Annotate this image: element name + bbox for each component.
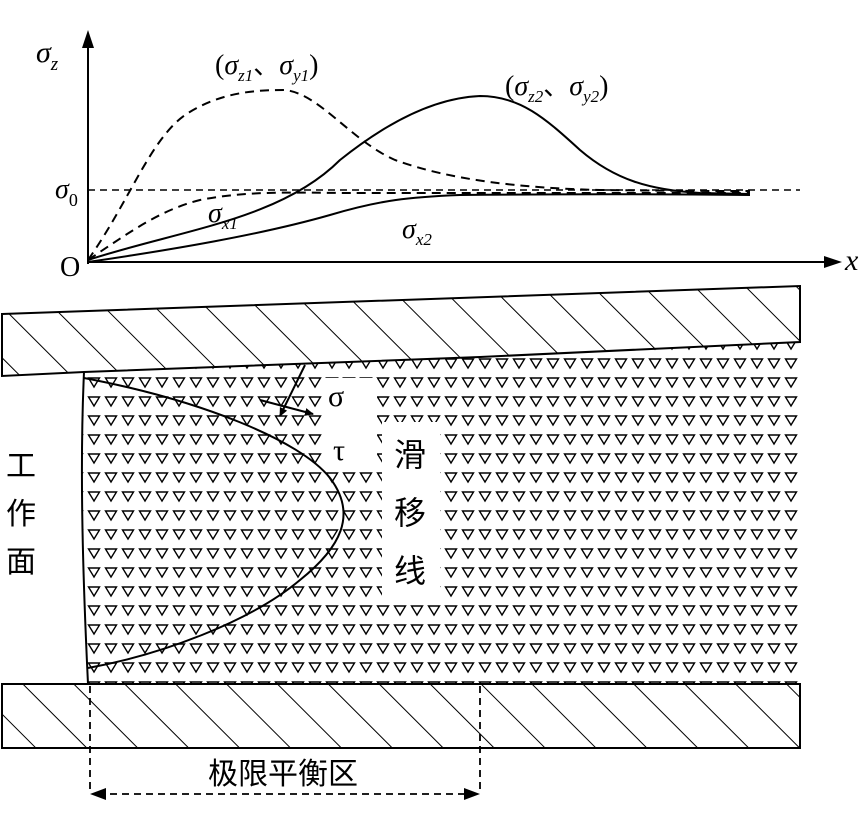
sigma-x2-label: σx2 [402, 214, 432, 249]
sigma0-label: σ0 [55, 174, 78, 210]
stress-graph: σz O x σ0 (σz1、σy1) (σz2、σy2) σx1 σx2 [36, 30, 859, 283]
limit-equilibrium-zone-label: 极限平衡区 [208, 757, 358, 792]
coal-seam-cross-section: σ τ 滑 移 线 工 作 面 极限平衡区 [0, 284, 801, 800]
y-axis-arrow [82, 30, 94, 48]
sigma-stress-arrow [279, 364, 306, 417]
tau-stress-label: τ [333, 434, 345, 467]
y-axis-label: σz [36, 36, 59, 75]
curve-label-z1-y1: (σz1、σy1) [215, 50, 318, 85]
sigma-stress-label: σ [328, 380, 344, 413]
zone-arrow-right [464, 788, 480, 800]
floor-rock-layer [1, 683, 801, 749]
origin-label: O [60, 252, 80, 283]
slip-line-label-char-3: 线 [394, 552, 426, 590]
curve-sigma-x2 [87, 193, 751, 263]
slip-line-curve [83, 377, 345, 669]
work-face-label-char-1: 工 [6, 449, 36, 484]
slip-line-label-char-2: 移 [394, 494, 426, 532]
coal-seam [81, 342, 801, 684]
work-face-label-char-2: 作 [6, 497, 36, 532]
zone-arrow-left [90, 788, 106, 800]
curve-sigma-x1 [87, 191, 750, 261]
x-axis-label: x [844, 244, 859, 277]
sigma-x1-label: σx1 [208, 198, 238, 233]
work-face-boundary [80, 371, 89, 685]
tau-stress-arrow [259, 399, 314, 416]
x-axis-arrow [824, 256, 842, 268]
work-face-label-char-3: 面 [6, 545, 36, 580]
slip-line-label-char-1: 滑 [394, 436, 426, 474]
curve-label-z2-y2: (σz2、σy2) [505, 71, 608, 106]
curve-sigma-z2-y2 [87, 94, 751, 261]
curve-sigma-z1-y1 [87, 88, 751, 261]
